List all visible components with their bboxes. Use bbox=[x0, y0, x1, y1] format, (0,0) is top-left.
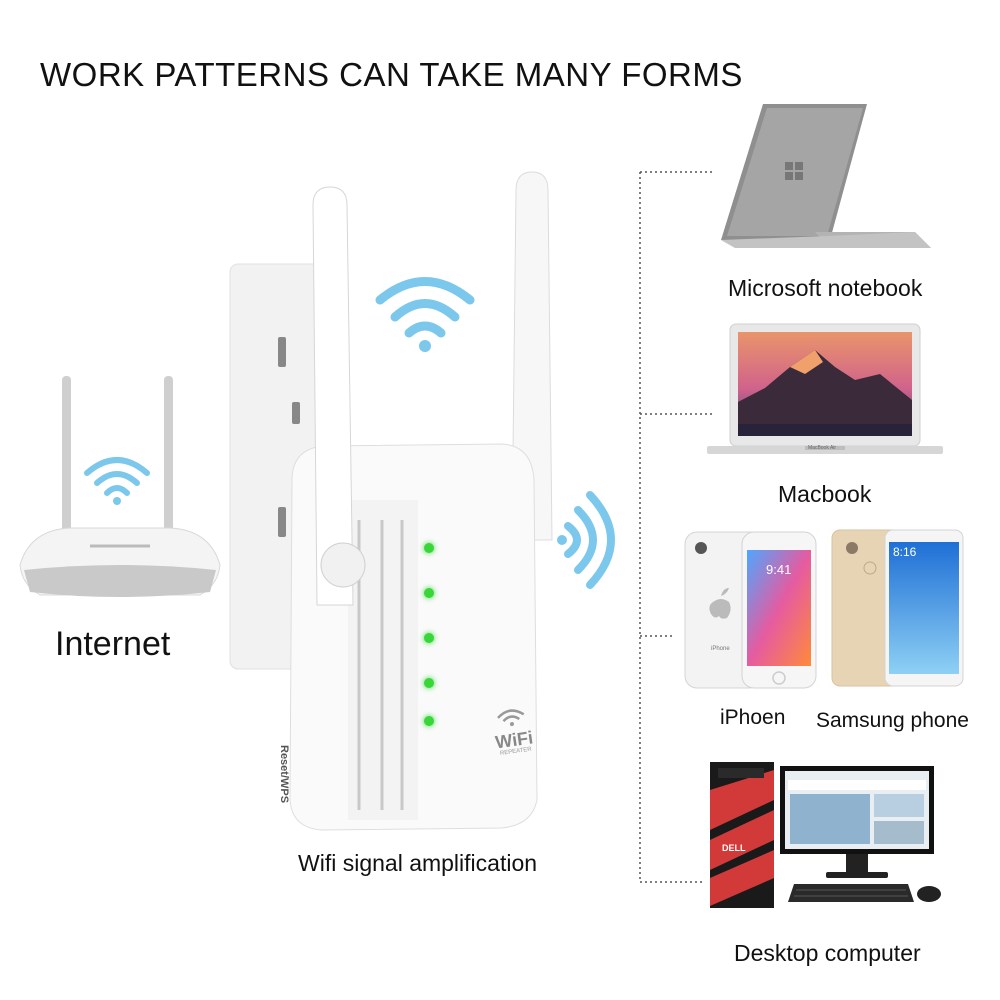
page-title: WORK PATTERNS CAN TAKE MANY FORMS bbox=[40, 56, 743, 93]
status-led-4 bbox=[424, 678, 434, 688]
samsung-label: Samsung phone bbox=[816, 709, 969, 732]
repeater-antenna-right bbox=[511, 171, 553, 541]
samsung-front-image bbox=[884, 529, 964, 687]
desktop-label: Desktop computer bbox=[734, 940, 921, 966]
samsung-time: 8:16 bbox=[893, 545, 917, 559]
wifi-top-icon bbox=[375, 277, 475, 352]
keyboard-image bbox=[788, 884, 914, 902]
desktop-monitor-image bbox=[780, 766, 934, 878]
repeater-antenna-left bbox=[312, 186, 366, 606]
wifi-repeater-logo: WiFi REPEATER bbox=[485, 705, 541, 759]
iphone-time: 9:41 bbox=[766, 562, 792, 577]
macbook-bezel-text: MacBook Air bbox=[808, 445, 837, 451]
iphone-back-text: iPhone bbox=[711, 646, 730, 652]
router-image bbox=[19, 376, 221, 597]
status-led-1 bbox=[424, 543, 434, 553]
notebook-label: Microsoft notebook bbox=[728, 275, 923, 301]
router-label: Internet bbox=[55, 625, 171, 663]
iphone-label: iPhoen bbox=[720, 706, 786, 729]
logo-wifi-icon bbox=[497, 709, 525, 727]
mouse-image bbox=[917, 886, 941, 902]
desktop-brand: DELL bbox=[722, 843, 746, 853]
status-led-3 bbox=[424, 633, 434, 643]
desktop-tower-image bbox=[710, 762, 774, 908]
macbook-image bbox=[707, 323, 943, 454]
microsoft-notebook-image bbox=[721, 104, 931, 248]
wifi-right-icon bbox=[557, 491, 615, 589]
iphone-front-image bbox=[741, 531, 817, 689]
status-led-2 bbox=[424, 588, 434, 598]
reset-wps-label: Reset/WPS bbox=[278, 745, 290, 804]
repeater-caption: Wifi signal amplification bbox=[298, 850, 538, 876]
macbook-label: Macbook bbox=[778, 481, 872, 507]
status-led-5 bbox=[424, 716, 434, 726]
router-wifi-icon bbox=[84, 457, 150, 505]
